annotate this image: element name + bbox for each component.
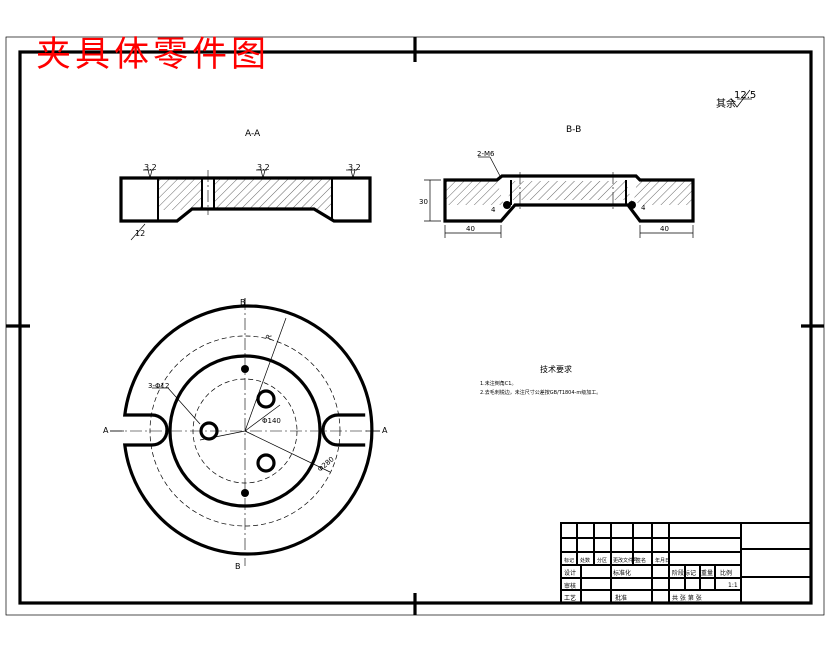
aa-callout-1: 3.2 [144, 163, 157, 172]
plan-dim-r: R [264, 333, 273, 341]
tech-requirements: 技术要求 1.未注倒角C1。 2.去毛刺锐边，未注尺寸公差按GB/T1804-m… [480, 364, 601, 396]
tb-label-change-doc: 更改文件号 [613, 557, 638, 564]
tb-sheets: 共 张 第 张 [672, 594, 702, 602]
bb-note-left: 4 [491, 206, 496, 214]
tech-req-line-2: 2.去毛刺锐边，未注尺寸公差按GB/T1804-m级加工。 [480, 389, 601, 396]
roughness-value: 12.5 [734, 90, 756, 101]
tb-process: 工艺 [564, 594, 576, 602]
bolt-hole-1 [256, 389, 276, 409]
bolt-hole-3 [256, 453, 276, 473]
title-block: 标记 处数 分区 更改文件号 签名 年月日 设计 标准化 审核 工艺 批准 阶段… [560, 522, 812, 604]
plan-label-b-bottom: B [235, 562, 241, 571]
tb-approve: 批准 [615, 594, 627, 602]
outer-border [5, 36, 825, 616]
section-bb-outline [443, 174, 695, 223]
bb-dim-height: 30 [419, 198, 428, 206]
bb-dim-left: 40 [466, 225, 475, 233]
aa-callout-3: 3.2 [348, 163, 361, 172]
plan-label-a-right: A [382, 426, 388, 435]
tb-review: 审核 [564, 582, 576, 590]
tech-req-line-1: 1.未注倒角C1。 [480, 380, 516, 387]
tb-label-mark: 标记 [564, 557, 574, 564]
section-bb-view: B-B 40 40 30 2-M6 4 4 [419, 125, 695, 238]
tb-standard: 标准化 [613, 569, 631, 577]
section-aa-hatch [158, 178, 332, 210]
tb-label-date: 年月日 [655, 557, 670, 564]
plan-label-b-top: B [240, 298, 246, 307]
plan-outer-contour [122, 304, 374, 556]
tb-label-count: 处数 [580, 557, 590, 564]
tb-scale-value: 1:1 [728, 582, 738, 589]
section-bb-title: B-B [566, 125, 581, 135]
plan-dim-inner: Φ140 [262, 417, 281, 425]
tb-weight: 重量 [701, 569, 713, 577]
bb-note-right: 4 [641, 204, 646, 212]
tb-scale: 比例 [720, 569, 732, 577]
tech-req-title: 技术要求 [540, 364, 572, 374]
centering-marks [6, 37, 824, 615]
tb-label-sign: 签名 [636, 557, 646, 564]
aa-bottom-callout: 12 [135, 229, 145, 238]
section-aa-view: A-A 3.2 3.2 3.2 12 [119, 129, 372, 241]
inner-frame [18, 50, 813, 605]
plan-label-a-left: A [103, 426, 109, 435]
tb-label-zone: 分区 [597, 557, 607, 564]
section-aa-title: A-A [245, 129, 261, 139]
section-bb-hatch [446, 181, 692, 209]
bb-dim-right: 40 [660, 225, 669, 233]
bb-callout: 2-M6 [477, 150, 495, 158]
plan-view: 3-Φ12 R Φ140 Φ280 A A B B [103, 298, 388, 571]
plan-callout-holes: 3-Φ12 [148, 382, 169, 390]
tb-design: 设计 [564, 569, 576, 577]
roughness-label: 其余 [716, 97, 736, 110]
aa-callout-2: 3.2 [257, 163, 270, 172]
section-aa-outline [119, 176, 372, 223]
tb-stage-mark: 阶段标记 [672, 569, 696, 577]
drawing-title-stamp: 夹具体零件图 [36, 35, 271, 75]
plan-dim-outer: Φ280 [316, 455, 336, 473]
bolt-hole-2 [199, 421, 219, 441]
roughness-symbol: 其余 12.5 [716, 89, 756, 110]
